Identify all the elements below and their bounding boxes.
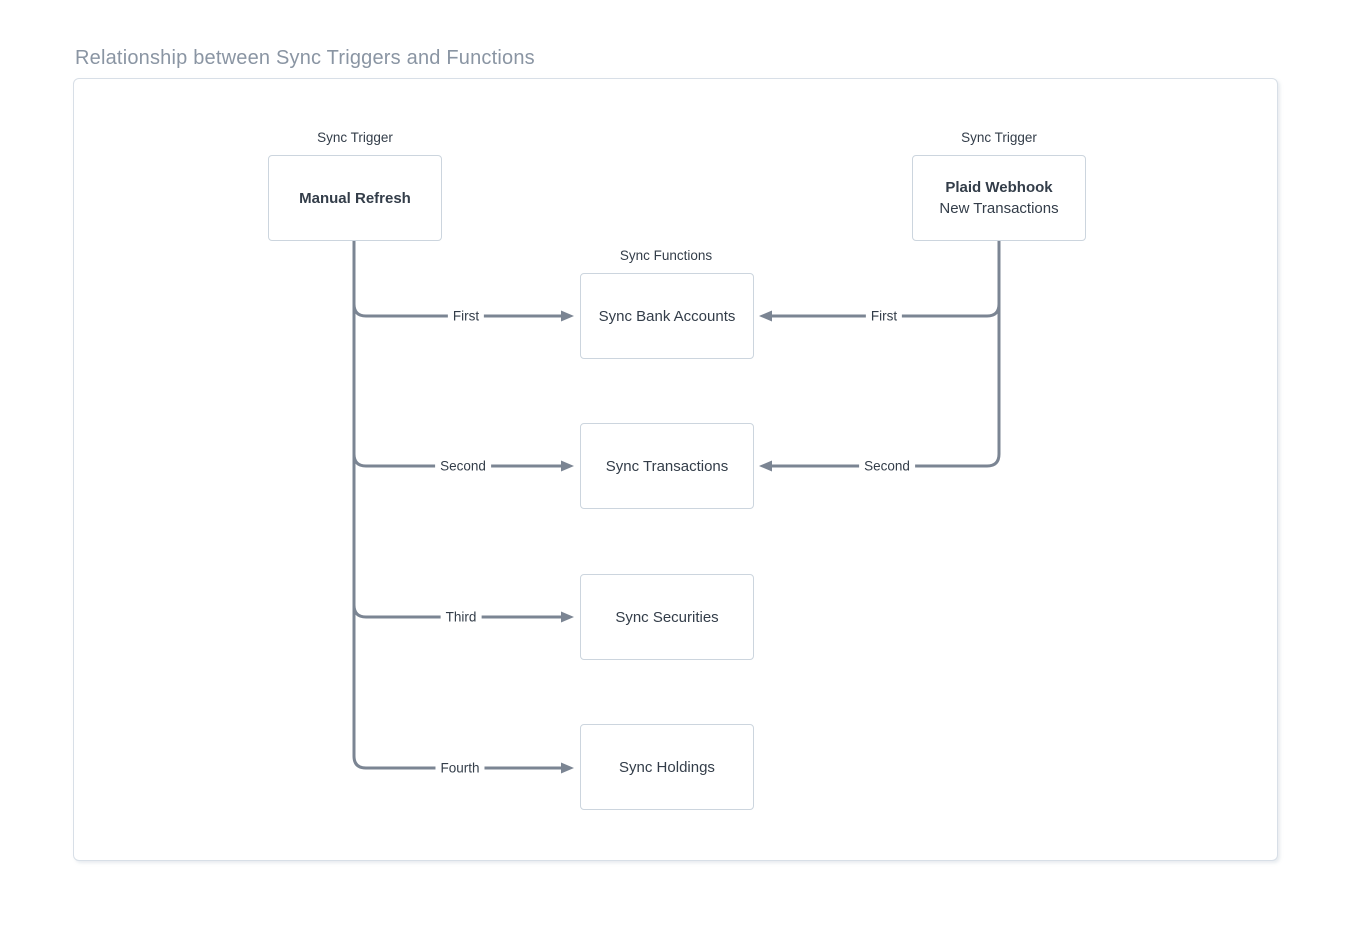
connector-line-manual-third <box>352 604 561 619</box>
connector-line-plaid-first <box>772 303 1001 318</box>
connector-layer <box>352 241 1001 774</box>
connector-line-manual-first <box>352 303 561 318</box>
edge-label-manual-first: First <box>447 308 485 324</box>
arrowhead-right-icon <box>561 611 574 623</box>
node-sync-securities: Sync Securities <box>580 574 754 660</box>
node-sync-holdings-title: Sync Holdings <box>619 758 715 776</box>
page-title: Relationship between Sync Triggers and F… <box>75 47 535 69</box>
arrowhead-left-icon <box>759 460 772 472</box>
node-plaid-webhook-subtitle: New Transactions <box>939 200 1059 217</box>
edge-label-plaid-second: Second <box>859 458 915 474</box>
arrowhead-right-icon <box>561 762 574 774</box>
arrowhead-right-icon <box>561 460 574 472</box>
node-sync-securities-title: Sync Securities <box>615 608 719 626</box>
node-manual-refresh-title: Manual Refresh <box>299 189 411 207</box>
node-plaid-webhook: Plaid Webhook New Transactions <box>912 155 1086 241</box>
node-manual-refresh: Manual Refresh <box>268 155 442 241</box>
diagram-canvas: Sync Trigger Sync Trigger Sync Functions… <box>73 78 1278 861</box>
edge-label-plaid-first: First <box>865 308 903 324</box>
connector-line-manual-second <box>352 453 561 468</box>
group-label-sync-functions: Sync Functions <box>619 248 713 263</box>
group-label-sync-trigger-left: Sync Trigger <box>317 130 393 145</box>
arrowhead-right-icon <box>561 310 574 322</box>
node-sync-transactions-title: Sync Transactions <box>605 457 729 475</box>
arrowhead-left-icon <box>759 310 772 322</box>
connector-line-manual-trunk-fourth <box>352 241 561 770</box>
edge-label-manual-third: Third <box>440 609 482 625</box>
edge-label-manual-second: Second <box>435 458 491 474</box>
connector-line-plaid-trunk-second <box>772 241 1001 468</box>
edge-label-manual-fourth: Fourth <box>435 760 485 776</box>
group-label-sync-trigger-right: Sync Trigger <box>961 130 1037 145</box>
node-plaid-webhook-title: Plaid Webhook <box>945 179 1053 196</box>
node-sync-transactions: Sync Transactions <box>580 423 754 509</box>
node-sync-holdings: Sync Holdings <box>580 724 754 810</box>
node-sync-bank-accounts-title: Sync Bank Accounts <box>598 307 736 325</box>
node-sync-bank-accounts: Sync Bank Accounts <box>580 273 754 359</box>
